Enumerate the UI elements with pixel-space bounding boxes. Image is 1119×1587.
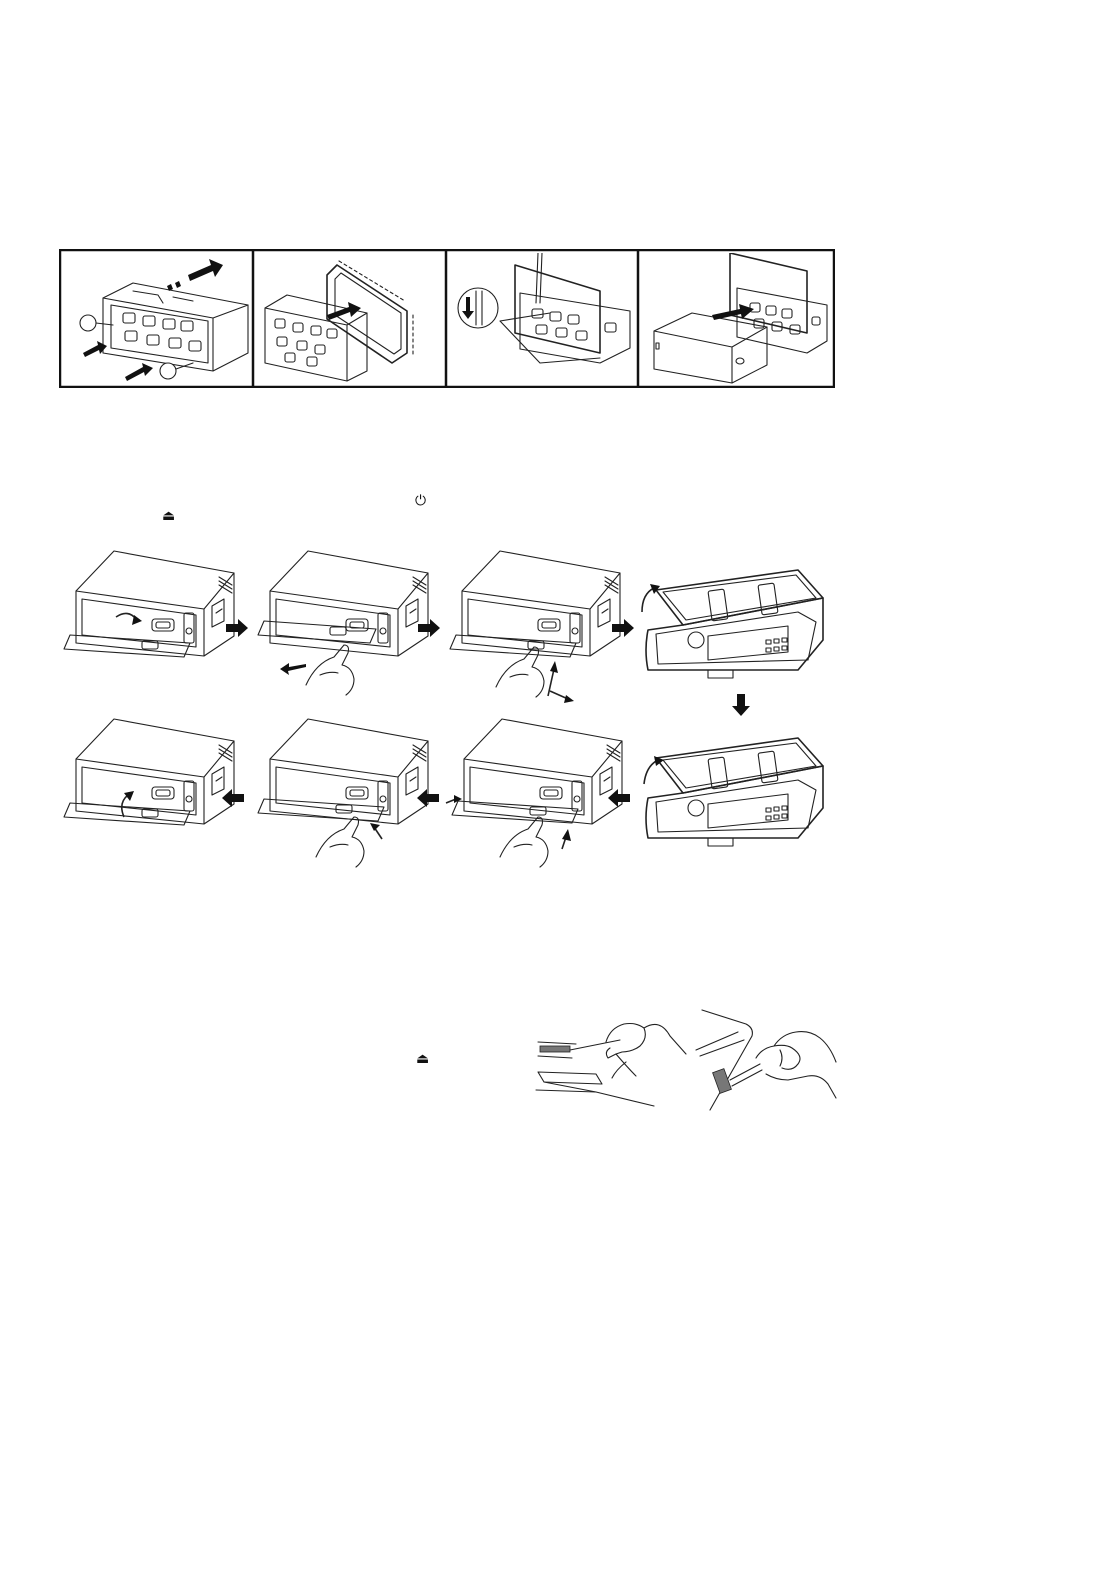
front-panel-step-1	[64, 551, 234, 657]
front-panel-step-6	[446, 719, 622, 867]
cleaning-unit-figure	[696, 1010, 836, 1110]
front-panel-step-3	[450, 551, 620, 703]
cleaning-panel-figure	[536, 1024, 686, 1107]
front-panel-step-2	[258, 551, 428, 695]
arrow-left	[608, 789, 630, 807]
front-panel-step-5	[644, 738, 823, 846]
arrow-right	[612, 619, 634, 637]
front-panel-step-4	[642, 570, 823, 678]
arrow-down	[732, 694, 750, 716]
arrow-right	[226, 619, 248, 637]
front-panel-step-7	[258, 719, 428, 867]
arrow-right	[418, 619, 440, 637]
front-panel-step-8	[64, 719, 234, 825]
